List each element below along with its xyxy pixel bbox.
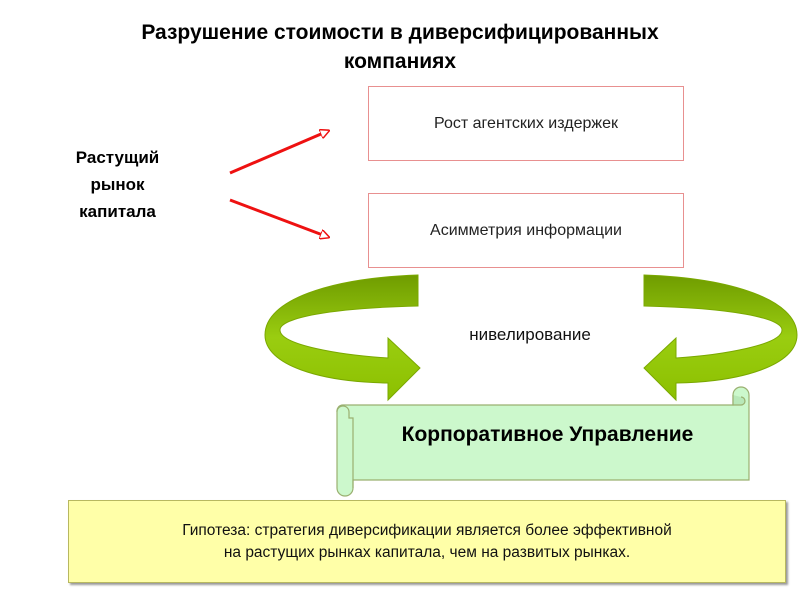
leveling-label: нивелирование (469, 325, 591, 344)
label-line-2: рынок (90, 175, 145, 194)
information-asymmetry-label: Асимметрия информации (430, 221, 622, 239)
red-arrow-down-icon (229, 198, 328, 237)
title-line-1: Разрушение стоимости в диверсифицированн… (141, 21, 659, 44)
corporate-governance-label: Корпоративное Управление (401, 423, 694, 446)
hypothesis-line-1: Гипотеза: стратегия диверсификации являе… (182, 521, 672, 539)
scroll-banner (336, 386, 750, 497)
label-line-3: капитала (79, 202, 156, 221)
page-title: Разрушение стоимости в диверсифицированн… (0, 18, 800, 76)
growing-capital-market-label: Растущий рынок капитала (40, 144, 195, 225)
information-asymmetry-box: Асимметрия информации (368, 193, 684, 268)
green-curved-arrow-left-icon (264, 274, 421, 402)
green-curved-arrow-right-icon (643, 274, 798, 402)
hypothesis-box: Гипотеза: стратегия диверсификации являе… (68, 500, 786, 583)
red-arrow-up-icon (229, 131, 328, 175)
agency-costs-label: Рост агентских издержек (434, 114, 618, 132)
hypothesis-line-2: на растущих рынках капитала, чем на разв… (223, 543, 631, 561)
agency-costs-box: Рост агентских издержек (368, 86, 684, 161)
title-line-2: компаниях (343, 50, 457, 73)
label-line-1: Растущий (75, 148, 160, 167)
